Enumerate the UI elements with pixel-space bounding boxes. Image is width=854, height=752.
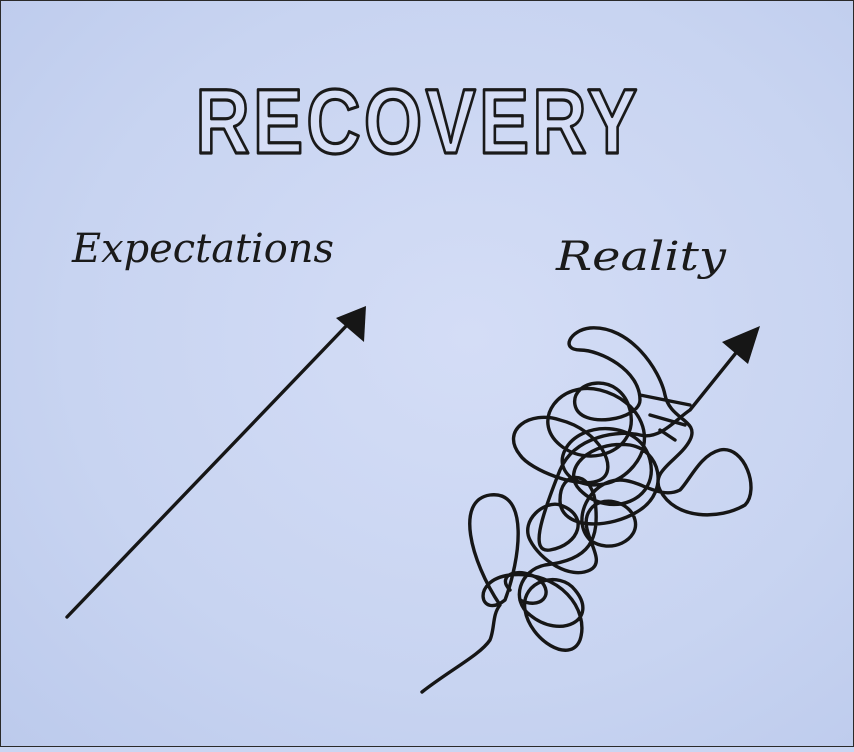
reality-tangle-extra	[503, 393, 692, 605]
label-reality: Reality	[555, 234, 728, 280]
expectation-arrowhead-icon	[336, 306, 366, 342]
reality-arrowhead-icon	[722, 326, 760, 364]
reality-scribble-line	[420, 326, 754, 694]
expectation-arrow-line	[65, 320, 352, 619]
reality-scribble-arrow	[420, 326, 760, 694]
label-expectations: Expectations	[71, 226, 334, 272]
expectation-arrow	[65, 306, 366, 619]
title-recovery: RECOVERY	[196, 71, 641, 173]
